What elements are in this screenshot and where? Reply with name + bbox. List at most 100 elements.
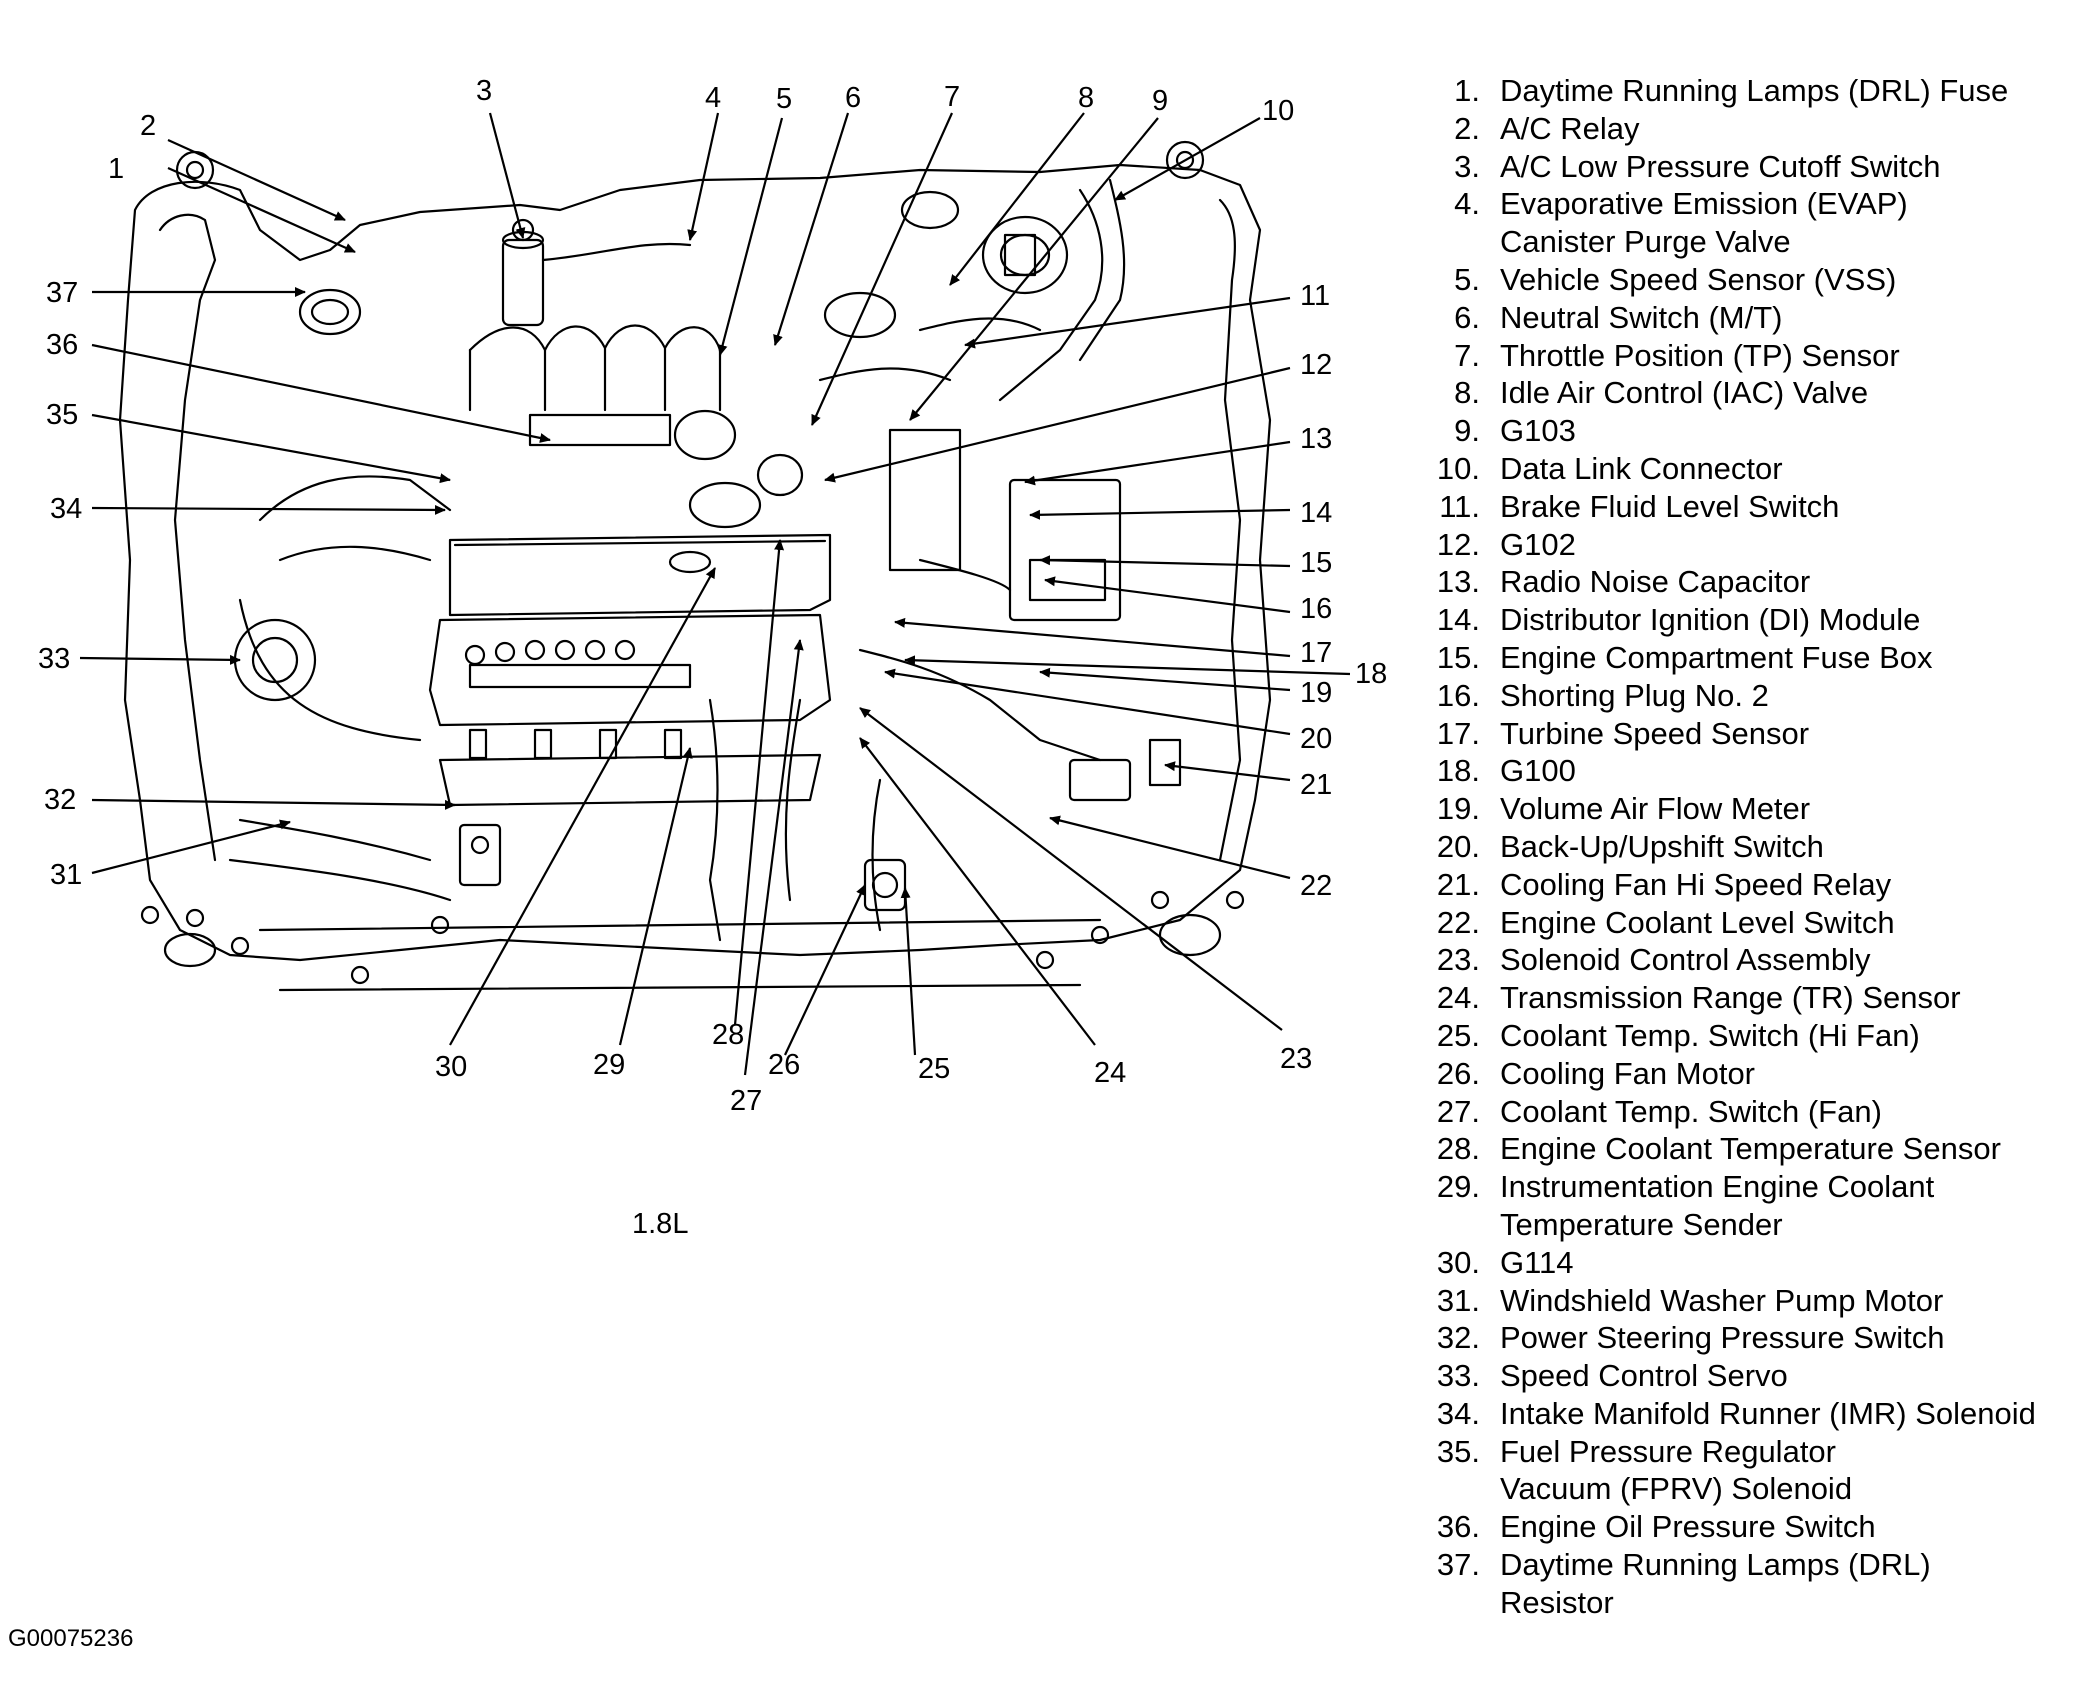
legend-item: 10. Data Link Connector [1400, 450, 2080, 488]
legend-item-label: G114 [1500, 1244, 1574, 1280]
legend-item-label: Windshield Washer Pump Motor [1500, 1282, 1944, 1318]
legend-item: 23. Solenoid Control Assembly [1400, 941, 2080, 979]
callout-17: 17 [1300, 637, 1332, 669]
legend-item: 17.Turbine Speed Sensor [1400, 715, 2080, 753]
callout-35: 35 [46, 399, 78, 431]
legend-item-number: 12. [1436, 526, 1480, 562]
callout-27: 27 [730, 1085, 762, 1117]
callout-12: 12 [1300, 349, 1332, 381]
legend-item: 26. Cooling Fan Motor [1400, 1055, 2080, 1093]
legend-item-label: Neutral Switch (M/T) [1500, 299, 1783, 335]
legend-item: 9. G103 [1400, 412, 2080, 450]
legend-item-number: 9. [1454, 413, 1480, 449]
callout-36: 36 [46, 329, 78, 361]
legend-item-label: Cooling Fan Motor [1500, 1055, 1756, 1091]
legend-item-number: 17. [1436, 715, 1480, 751]
callout-6: 6 [845, 82, 861, 114]
legend-item: 14. Distributor Ignition (DI) Module [1400, 601, 2080, 639]
legend-item-number: 5. [1454, 261, 1480, 297]
legend-item-number: 36. [1436, 1509, 1480, 1545]
legend-item: 33. Speed Control Servo [1400, 1357, 2080, 1395]
engine-size-label: 1.8L [632, 1208, 688, 1240]
callout-28: 28 [712, 1019, 744, 1051]
callout-37: 37 [46, 277, 78, 309]
legend-item: 18. G100 [1400, 752, 2080, 790]
legend-item-number: 33. [1436, 1358, 1480, 1394]
callout-2: 2 [140, 110, 156, 142]
legend-item-number: 27. [1436, 1093, 1480, 1129]
callout-14: 14 [1300, 497, 1332, 529]
callout-10: 10 [1262, 95, 1294, 127]
legend-item-number: 18. [1436, 753, 1480, 789]
legend-item-label: Solenoid Control Assembly [1500, 942, 1871, 978]
legend-item-label: G103 [1500, 413, 1576, 449]
legend-item: 27. Coolant Temp. Switch (Fan) [1400, 1093, 2080, 1131]
callout-26: 26 [768, 1049, 800, 1081]
legend-item-number: 19. [1436, 791, 1480, 827]
callout-20: 20 [1300, 723, 1332, 755]
callout-33: 33 [38, 643, 70, 675]
legend-item: 6. Neutral Switch (M/T) [1400, 299, 2080, 337]
legend-item-number: 1. [1454, 73, 1480, 108]
legend-item-number: 20. [1436, 828, 1480, 864]
legend-item-label: Data Link Connector [1500, 450, 1783, 486]
legend-item-number: 31. [1436, 1282, 1480, 1318]
legend-item-number: 8. [1454, 375, 1480, 411]
legend-item-label: Distributor Ignition (DI) Module [1500, 602, 1921, 638]
legend-item-label: Power Steering Pressure Switch [1500, 1320, 1945, 1356]
legend-item-label: Speed Control Servo [1500, 1358, 1788, 1394]
legend-item: 19. Volume Air Flow Meter [1400, 790, 2080, 828]
legend-item-number: 24. [1436, 980, 1480, 1016]
legend-item-number: 34. [1436, 1395, 1480, 1431]
legend-item: 8.Idle Air Control (IAC) Valve [1400, 374, 2080, 412]
legend-item-label: Engine Oil Pressure Switch [1500, 1509, 1876, 1545]
legend-item-number: 23. [1436, 942, 1480, 978]
legend-item-number: 32. [1436, 1320, 1480, 1356]
legend-item-label: G102 [1500, 526, 1576, 562]
callout-22: 22 [1300, 870, 1332, 902]
legend-item: 13.Radio Noise Capacitor [1400, 563, 2080, 601]
legend-item: 12. G102 [1400, 526, 2080, 564]
legend-item-number: 13. [1436, 564, 1480, 600]
legend-item-label: Volume Air Flow Meter [1500, 791, 1811, 827]
legend-item-label: Throttle Position (TP) Sensor [1500, 337, 1900, 373]
legend-item-label: G100 [1500, 753, 1576, 789]
legend-item-number: 14. [1436, 602, 1480, 638]
legend-item-label: Daytime Running Lamps (DRL) Resistor [1500, 1547, 1931, 1620]
legend-item-number: 10. [1436, 450, 1480, 486]
legend-item: 34.Intake Manifold Runner (IMR) Solenoid [1400, 1395, 2080, 1433]
callout-24: 24 [1094, 1057, 1126, 1089]
legend-item-label: Engine Coolant Temperature Sensor [1500, 1131, 2001, 1167]
legend-item-label: Cooling Fan Hi Speed Relay [1500, 866, 1892, 902]
legend-item-label: Coolant Temp. Switch (Fan) [1500, 1093, 1882, 1129]
callout-1: 1 [108, 153, 124, 185]
legend-item: 35.Fuel Pressure Regulator Vacuum (FPRV)… [1400, 1433, 2080, 1509]
callout-8: 8 [1078, 82, 1094, 114]
legend-item: 2.A/C Relay [1400, 110, 2080, 148]
callout-32: 32 [44, 784, 76, 816]
legend-item: 37.Daytime Running Lamps (DRL) Resistor [1400, 1546, 2080, 1622]
legend-item-label: Back-Up/Upshift Switch [1500, 828, 1824, 864]
legend-item: 22.Engine Coolant Level Switch [1400, 904, 2080, 942]
legend-item-label: Brake Fluid Level Switch [1500, 488, 1840, 524]
callout-21: 21 [1300, 769, 1332, 801]
legend-item-number: 6. [1454, 299, 1480, 335]
legend-item: 5.Vehicle Speed Sensor (VSS) [1400, 261, 2080, 299]
legend-item-number: 30. [1436, 1244, 1480, 1280]
legend-item-label: Evaporative Emission (EVAP) Canister Pur… [1500, 186, 1908, 260]
legend-item-number: 26. [1436, 1055, 1480, 1091]
legend-item-label: Transmission Range (TR) Sensor [1500, 980, 1961, 1016]
legend-item: 30. G114 [1400, 1244, 2080, 1282]
legend-item-number: 28. [1436, 1131, 1480, 1167]
callout-30: 30 [435, 1051, 467, 1083]
callout-34: 34 [50, 493, 82, 525]
legend-item: 21.Cooling Fan Hi Speed Relay [1400, 866, 2080, 904]
callout-7: 7 [944, 81, 960, 113]
legend-item-number: 3. [1454, 148, 1480, 184]
callout-5: 5 [776, 83, 792, 115]
callout-18: 18 [1355, 658, 1387, 690]
callout-11: 11 [1300, 280, 1330, 312]
legend-item-label: A/C Low Pressure Cutoff Switch [1500, 148, 1941, 184]
legend-item: 16.Shorting Plug No. 2 [1400, 677, 2080, 715]
